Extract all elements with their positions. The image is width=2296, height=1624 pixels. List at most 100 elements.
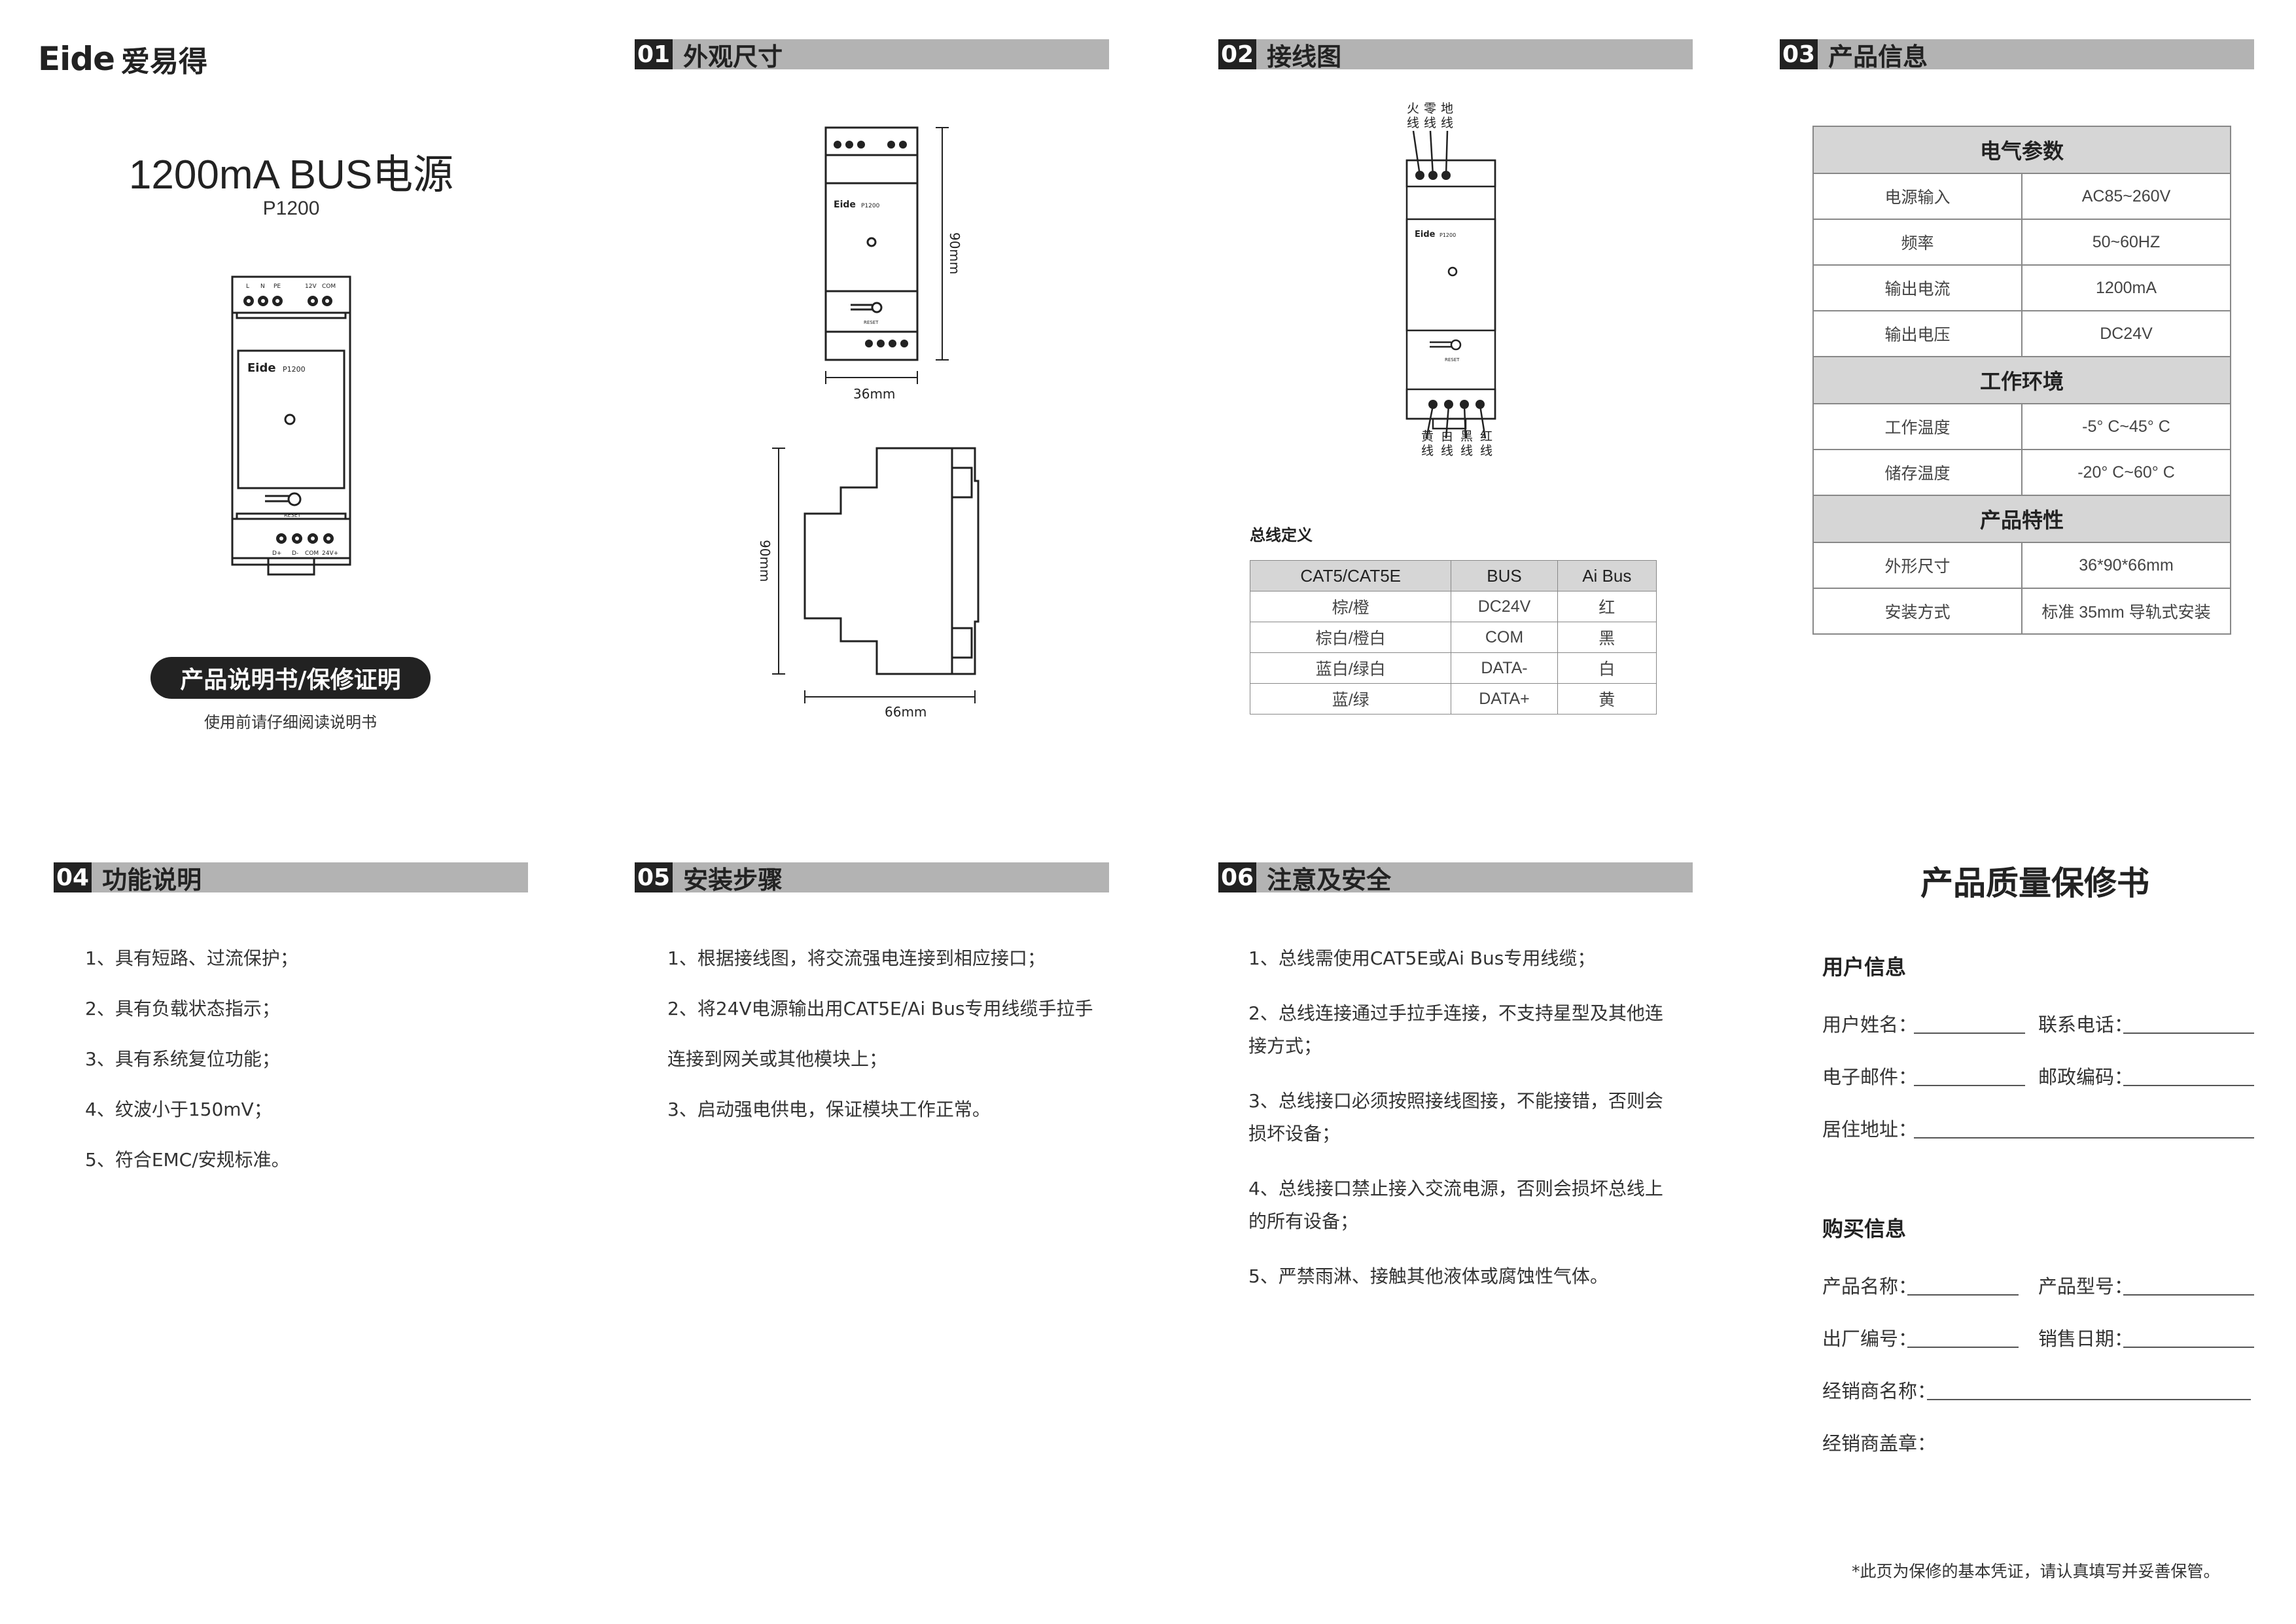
manual-subtitle: 使用前请仔细阅读说明书 [204, 713, 377, 732]
list-item: 1、总线需使用CAT5E或Ai Bus专用线缆； [1248, 945, 1693, 972]
height-dimension-label: 90mm [947, 232, 963, 274]
front-dimension-drawing: Eide P1200 RESET 90mm 36mm [824, 126, 963, 402]
brand-logo: Eide 爱易得 [38, 38, 207, 80]
side-height-dimension-label: 90mm [757, 540, 773, 582]
device-brand-label: Eide [1415, 230, 1436, 239]
table-cell: 棕/橙 [1249, 591, 1452, 622]
terminal-label: PE [274, 283, 281, 290]
section-02-header: 02 接线图 [1218, 39, 1693, 71]
logo-chinese-name: 爱易得 [121, 45, 207, 79]
param-name: 安装方式 [1812, 588, 2022, 635]
terminal-label: 24V+ [322, 550, 338, 557]
user-info-heading: 用户信息 [1822, 955, 1907, 980]
table-header-row: CAT5/CAT5E BUS Ai Bus [1249, 560, 1657, 591]
zip-field[interactable] [2123, 1085, 2254, 1086]
table-row: 储存温度-20° C~60° C [1812, 449, 2231, 496]
table-row: 安装方式标准 35mm 导轨式安装 [1812, 588, 2231, 635]
section-title: 外观尺寸 [683, 42, 783, 71]
reset-label: RESET [284, 512, 301, 518]
list-item: 5、符合EMC/安规标准。 [85, 1149, 290, 1171]
wire-label-ground: 线 [1441, 116, 1453, 130]
param-value: 标准 35mm 导轨式安装 [2021, 588, 2231, 635]
list-item: 1、根据接线图，将交流强电连接到相应接口； [667, 947, 1046, 969]
wire-label-live: 火 [1407, 101, 1419, 116]
list-item: 3、总线接口必须按照接线图接，不能接错，否则会 损坏设备； [1248, 1088, 1693, 1147]
address-field[interactable] [1914, 1137, 2254, 1139]
zip-label: 邮政编码： [2038, 1066, 2134, 1088]
param-name: 储存温度 [1812, 449, 2022, 496]
section-number: 01 [635, 39, 673, 69]
product-model-label: 产品型号： [2038, 1275, 2134, 1297]
list-item: 连接到网关或其他模块上； [667, 1048, 888, 1070]
wire-label-ground: 地 [1441, 101, 1453, 116]
table-row: 棕/橙 DC24V 红 [1249, 591, 1657, 622]
serial-label: 出厂编号： [1822, 1328, 1918, 1350]
table-header: BUS [1451, 560, 1558, 591]
list-item-line: 接方式； [1248, 1035, 1322, 1057]
product-model: P1200 [262, 198, 320, 219]
table-cell: 蓝/绿 [1249, 683, 1452, 715]
phone-field[interactable] [2123, 1033, 2254, 1034]
table-group-header: 产品特性 [1812, 495, 2231, 543]
table-cell: DC24V [1451, 591, 1558, 622]
address-label: 居住地址： [1822, 1118, 1918, 1140]
email-field[interactable] [1914, 1085, 2025, 1086]
product-name-field[interactable] [1907, 1294, 2019, 1296]
sale-date-field[interactable] [2123, 1347, 2254, 1348]
device-front-illustration: L N PE 12V COM D+ D- COM 24V+ RESET Eide… [231, 275, 351, 576]
wire-label-neutral: 零 [1424, 101, 1436, 116]
list-item-line: 3、总线接口必须按照接线图接，不能接错，否则会 [1248, 1090, 1663, 1112]
list-item-line: 2、总线连接通过手拉手连接，不支持星型及其他连 [1248, 1002, 1663, 1024]
manual-title-pill: 产品说明书/保修证明 [150, 657, 431, 699]
list-item-line: 5、严禁雨淋、接触其他液体或腐蚀性气体。 [1248, 1265, 1608, 1287]
width-dimension-label: 36mm [853, 386, 895, 402]
param-name: 输出电压 [1812, 310, 2022, 357]
device-brand-label: Eide [247, 361, 276, 375]
list-item: 1、具有短路、过流保护； [85, 947, 298, 969]
section-title: 安装步骤 [683, 865, 783, 894]
list-item: 2、将24V电源输出用CAT5E/Ai Bus专用线缆手拉手 [667, 998, 1093, 1019]
section-03-header: 03 产品信息 [1780, 39, 2254, 71]
list-item-line: 1、总线需使用CAT5E或Ai Bus专用线缆； [1248, 947, 1596, 969]
terminal-label: 12V [305, 283, 317, 290]
list-item: 3、具有系统复位功能； [85, 1048, 280, 1070]
reset-label: RESET [1445, 357, 1460, 362]
list-item-line: 4、总线接口禁止接入交流电源，否则会损坏总线上 [1248, 1178, 1663, 1199]
param-value: 1200mA [2021, 264, 2231, 311]
user-name-field[interactable] [1914, 1033, 2025, 1034]
wire-label-yellow: 黄 [1421, 429, 1434, 444]
wire-label-white: 线 [1441, 444, 1453, 458]
param-value: 36*90*66mm [2021, 542, 2231, 589]
param-name: 外形尺寸 [1812, 542, 2022, 589]
device-brand-label: Eide [834, 200, 856, 210]
dealer-field[interactable] [1927, 1399, 2251, 1400]
param-value: -5° C~45° C [2021, 403, 2231, 450]
terminal-label: COM [322, 283, 336, 290]
section-title: 注意及安全 [1267, 865, 1392, 894]
purchase-info-heading: 购买信息 [1822, 1216, 1907, 1241]
section-number: 04 [54, 862, 92, 892]
serial-field[interactable] [1907, 1347, 2019, 1348]
terminal-label: D+ [272, 550, 281, 557]
section-01-header: 01 外观尺寸 [635, 39, 1109, 71]
list-item: 5、严禁雨淋、接触其他液体或腐蚀性气体。 [1248, 1263, 1693, 1290]
table-cell: 棕白/橙白 [1249, 622, 1452, 653]
product-model-field[interactable] [2123, 1294, 2254, 1296]
bus-definition-title: 总线定义 [1250, 526, 1313, 544]
section-title: 产品信息 [1828, 42, 1928, 71]
terminal-label: D- [292, 550, 298, 557]
wire-label-red: 红 [1480, 429, 1492, 444]
table-cell: 红 [1557, 591, 1657, 622]
table-header: CAT5/CAT5E [1249, 560, 1452, 591]
wire-label-neutral: 线 [1424, 116, 1436, 130]
param-name: 电源输入 [1812, 173, 2022, 220]
section-number: 03 [1780, 39, 1818, 69]
product-title: 1200mA BUS电源 [128, 152, 454, 198]
wire-label-white: 白 [1441, 429, 1453, 444]
device-model-label: P1200 [283, 365, 306, 374]
section-04-header: 04 功能说明 [54, 862, 528, 894]
